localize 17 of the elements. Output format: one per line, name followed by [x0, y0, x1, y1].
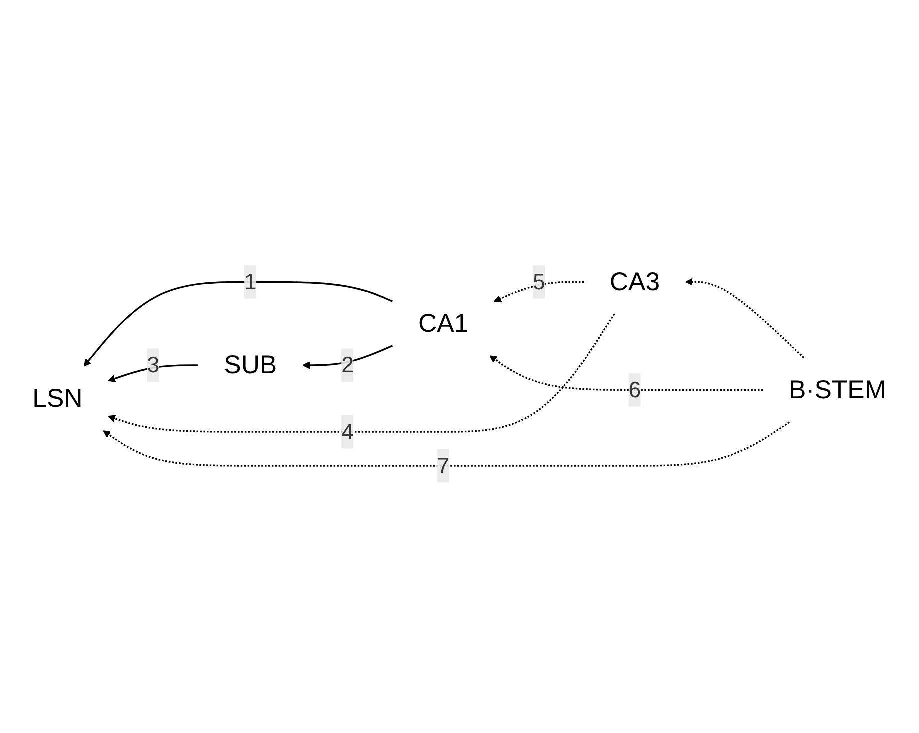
edge-label: 4: [342, 418, 354, 445]
arrow: [490, 356, 764, 392]
edge-label: 6: [628, 377, 642, 403]
edge-label: 5: [533, 268, 546, 295]
edge-label: 3: [147, 352, 160, 378]
edge-label: 2: [342, 352, 354, 378]
node-text: SUB: [224, 351, 278, 380]
arrow: [84, 281, 394, 368]
node-text: CA3: [610, 268, 660, 296]
node-text: B·STEM: [788, 376, 886, 405]
arrow: [103, 422, 790, 468]
edge-label: 7: [437, 452, 450, 479]
arrow: [494, 281, 584, 303]
edge-label: 1: [244, 268, 257, 295]
node-text: CA1: [418, 310, 469, 338]
node-text: LSN: [32, 384, 83, 414]
arrow: [686, 278, 804, 359]
